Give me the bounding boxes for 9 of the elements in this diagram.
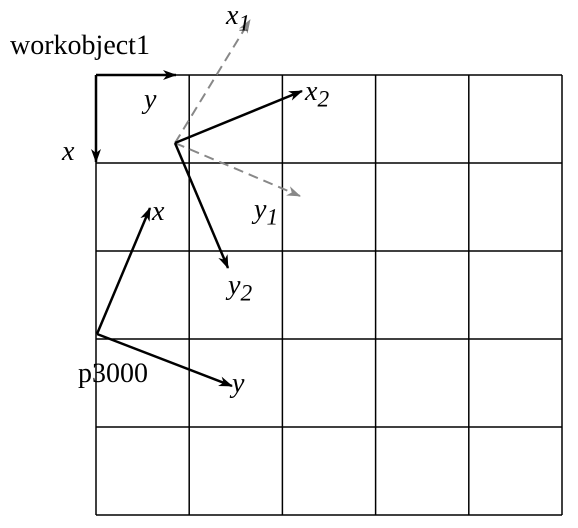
axis-label: x [152,198,164,226]
axis-label: x [62,138,74,166]
axis-label: y$_{2}$ [228,272,252,306]
axis-label: x$_{2}$ [305,78,330,112]
axis-label: x$_{1}$ [226,2,250,36]
axis-label: y [232,370,244,398]
axis-label: y [144,86,156,114]
frame-name: workobject1 [10,32,150,60]
axis-label: y$_{1}$ [254,196,278,230]
